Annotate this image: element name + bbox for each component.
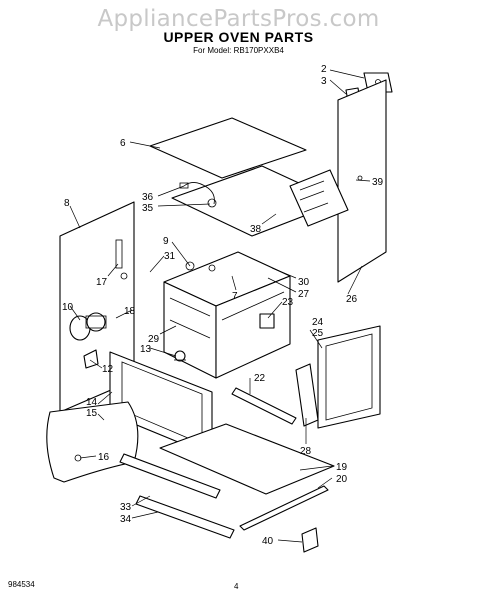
callout-labels: 2 3 6 39 36 35 8 38 9 31 17 30 27 7 26 1…	[62, 64, 384, 547]
callout-27: 27	[298, 289, 310, 300]
callout-7: 7	[232, 291, 238, 302]
watermark: AppliancePartsPros.com	[97, 6, 380, 32]
callout-13: 13	[140, 344, 152, 355]
callout-9: 9	[163, 236, 169, 247]
callout-6: 6	[120, 138, 126, 149]
part-clip-40	[301, 527, 319, 553]
callout-30: 30	[298, 277, 310, 288]
part-gasket-15-16	[46, 401, 139, 483]
part-bracket-23	[259, 313, 275, 329]
part-hinge-28	[295, 363, 319, 427]
callout-31: 31	[164, 251, 176, 262]
part-side-panel-26	[337, 79, 387, 283]
callout-28: 28	[300, 446, 312, 457]
part-oven-cavity	[163, 251, 291, 379]
page-number: 4	[234, 582, 239, 591]
part-rail-22	[231, 387, 297, 425]
callout-18: 18	[124, 306, 136, 317]
page-title: UPPER OVEN PARTS	[163, 29, 314, 45]
callout-16: 16	[98, 452, 110, 463]
part-rod-20	[239, 485, 329, 531]
callout-17: 17	[96, 277, 108, 288]
part-shelf-38	[171, 165, 349, 237]
callout-29: 29	[148, 334, 160, 345]
callout-3: 3	[321, 76, 327, 87]
callout-26: 26	[346, 294, 358, 305]
part-motor-10	[69, 312, 107, 341]
document-number: 984534	[8, 580, 35, 589]
part-knob-12	[83, 349, 99, 369]
callout-20: 20	[336, 474, 348, 485]
callout-15: 15	[86, 408, 98, 419]
part-door-24-25	[317, 325, 381, 429]
callout-14: 14	[86, 397, 98, 408]
part-bottom-panel-19	[159, 423, 335, 495]
model-line: For Model: RB170PXXB4	[193, 46, 284, 55]
callout-40: 40	[262, 536, 274, 547]
callout-36: 36	[142, 192, 154, 203]
part-trim-33-34	[119, 453, 235, 539]
callout-34: 34	[120, 514, 132, 525]
callout-38: 38	[250, 224, 262, 235]
callout-39: 39	[372, 177, 384, 188]
callout-8: 8	[64, 198, 70, 209]
callout-2: 2	[321, 64, 327, 75]
callout-33: 33	[120, 502, 132, 513]
callout-19: 19	[336, 462, 348, 473]
callout-23: 23	[282, 297, 294, 308]
callout-12: 12	[102, 364, 114, 375]
callout-35: 35	[142, 203, 154, 214]
part-connector-35-36	[179, 182, 217, 208]
callout-10: 10	[62, 302, 74, 313]
callout-24: 24	[312, 317, 324, 328]
callout-leaders	[69, 69, 371, 543]
callout-25: 25	[312, 328, 324, 339]
part-top-panel-6	[149, 117, 307, 179]
callout-22: 22	[254, 373, 266, 384]
